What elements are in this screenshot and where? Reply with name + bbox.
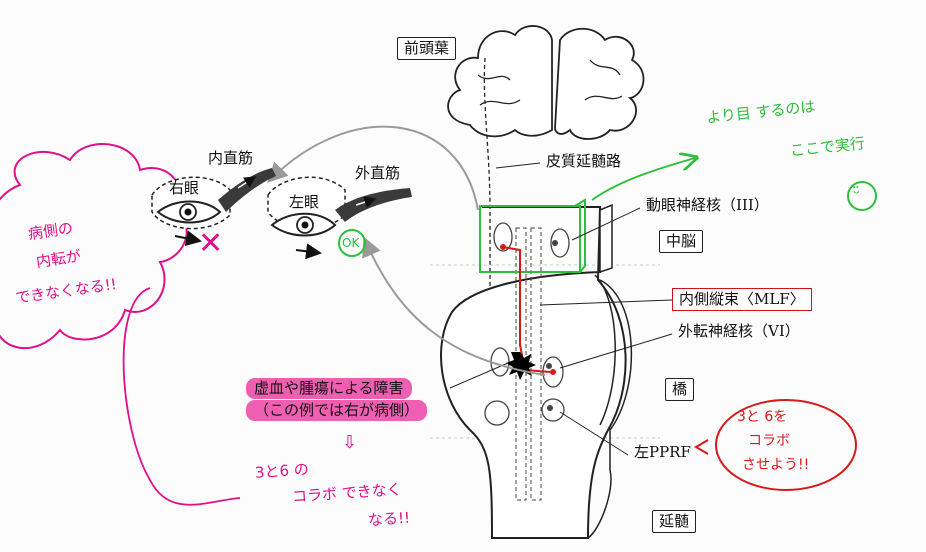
pink-bottom-text-3: なる!! [367, 508, 411, 530]
pink-pointer-curve [122, 287, 241, 506]
gray-arrow-to-lateral-rectus [362, 236, 546, 376]
red-note-text-2: コラボ [748, 433, 790, 449]
corticobulbar-tract-label: 皮質延髄路 [546, 152, 622, 170]
mlf-label: 内側縦束〈MLF〉 [672, 288, 812, 311]
mlf-red-pathway [502, 246, 551, 373]
left-eye-label: 左眼 [289, 193, 320, 211]
red-note-text-3: させよう!! [742, 457, 810, 473]
medial-rectus-label: 内直筋 [208, 149, 254, 167]
oculomotor-nucleus-label: 動眼神経核（III） [646, 196, 769, 214]
green-highlight-box [479, 198, 586, 273]
pink-bottom-text-1: 3と6 の [254, 460, 310, 482]
lesion-note-label: （この例では右が病側） [246, 400, 428, 421]
frontal-lobe-label: 前頭葉 [397, 37, 457, 60]
abducens-nucleus-label: 外転神経核（VI） [678, 322, 800, 340]
red-note-text-1: 3と 6を [737, 409, 788, 425]
cross-mark-icon: ✕ [198, 226, 224, 261]
lateral-rectus-label: 外直筋 [355, 164, 401, 182]
right-eye-drawing [151, 168, 276, 247]
green-arrow [591, 158, 695, 201]
gray-arrow-to-medial-rectus [267, 125, 479, 211]
midbrain-label: 中脳 [659, 230, 704, 253]
left-eye-drawing [267, 176, 412, 260]
left-pprf-label: 左PPRF [634, 443, 691, 461]
pink-cloud-shape [0, 143, 188, 349]
pink-down-arrow: ⇩ [342, 432, 358, 453]
medulla-label: 延髄 [652, 510, 697, 533]
lesion-label: 虚血や腫瘍による障害 [246, 378, 412, 399]
green-smiley-icon: ᵕ̈ [853, 184, 861, 204]
right-eye-label: 右眼 [169, 179, 200, 197]
pons-label: 橋 [665, 378, 695, 401]
green-ok-mark: OK [342, 236, 360, 250]
frontal-lobe-drawing [447, 25, 645, 140]
red-note-oval [715, 399, 857, 491]
